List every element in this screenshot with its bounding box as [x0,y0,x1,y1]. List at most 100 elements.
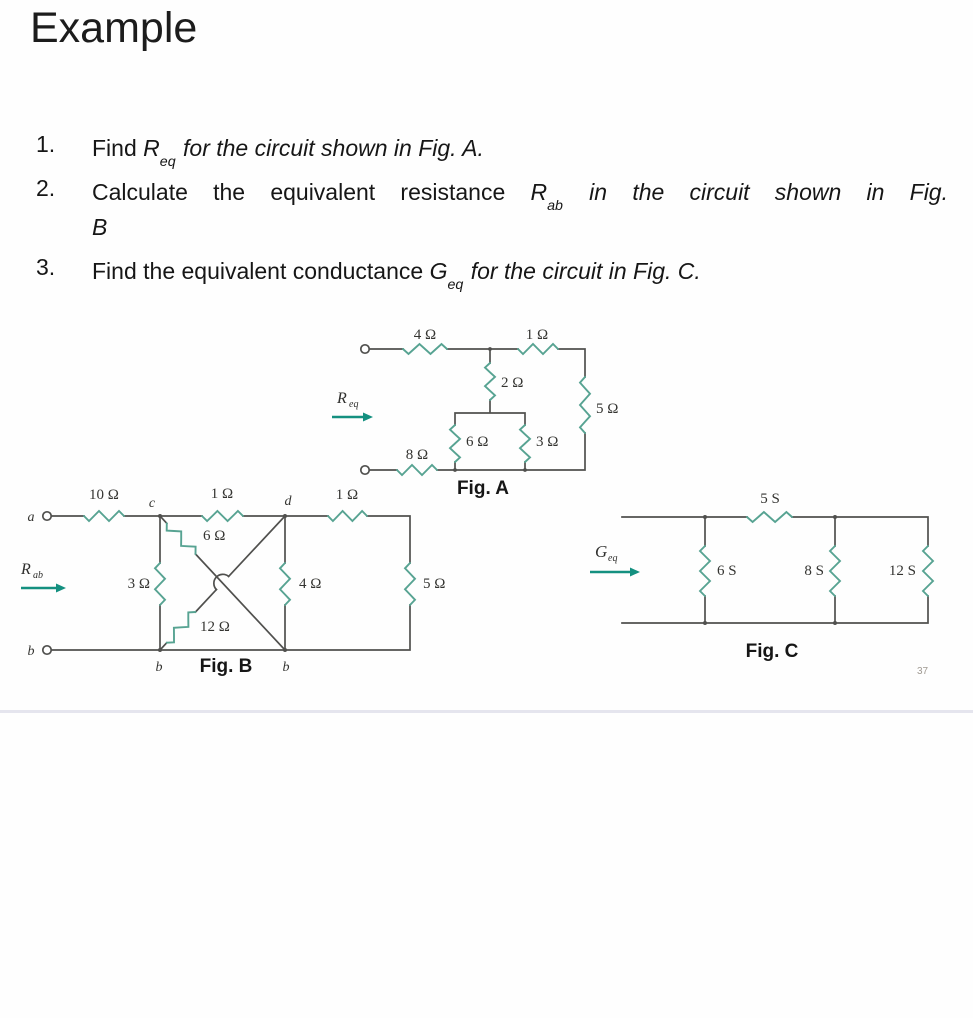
fig-b-resistor-1ohm-cd [201,509,244,523]
fig-a-caption: Fig. A [457,478,509,499]
problem-wrap: B [92,214,108,240]
fig-c-label-12s: 12 S [889,563,916,579]
problem-item-1: 1. Find Req for the circuit shown in Fig… [36,131,948,169]
req-arrow-head-icon [363,412,373,422]
math-subscript: ab [547,197,563,214]
fig-b-resistor-1ohm-d [327,509,368,523]
fig-c-conductance-6s [698,545,712,597]
node-label-b-right: b [283,660,290,675]
fig-c-geq-subscript: eq [608,553,617,564]
math-variable: G [429,258,448,284]
wire-crossover-hop [213,573,230,591]
fig-c-conductance-5s [746,510,793,524]
problem-text: Find the equivalent conductance Geq for … [92,254,948,292]
fig-a-resistor-4ohm [402,342,448,356]
fig-b-resistor-10ohm [83,509,125,523]
rab-arrow-head-icon [56,583,66,593]
junction-dot [833,621,837,625]
fig-a-req-subscript: eq [349,399,358,410]
fig-a-circuit-diagram: 4 Ω 1 Ω 2 Ω 5 Ω 6 Ω 3 Ω 8 Ω R eq Fig. A [332,327,618,499]
junction-dot-d [283,514,287,518]
fig-c-conductance-12s [921,545,935,597]
fig-b-label-3ohm: 3 Ω [128,576,150,592]
fig-a-terminal-bottom [359,464,371,476]
problem-line-2: B [92,210,948,245]
problem-item-2: 2. Calculate the equivalent resistance R… [36,175,948,245]
fig-b-rab-subscript: ab [33,570,43,581]
problem-rest: in the circuit shown in Fig. [563,179,948,205]
junction-dot-b-right [283,648,287,652]
fig-b-resistor-5ohm [403,562,417,606]
fig-a-resistor-3ohm [518,424,532,463]
problem-text: Calculate the equivalent resistance Rab … [92,175,948,245]
problem-item-3: 3. Find the equivalent conductance Geq f… [36,254,948,292]
math-subscript: eq [159,153,176,170]
fig-a-resistor-1ohm [517,342,559,356]
problem-lead: Find [92,135,144,161]
fig-b-label-4ohm: 4 Ω [299,576,321,592]
fig-c-label-8s: 8 S [804,563,824,579]
math-variable: R [143,135,160,161]
junction-dot [703,621,707,625]
fig-c-circuit-diagram: 5 S 6 S 8 S 12 S G eq Fig. C [590,491,935,662]
page-number: 37 [917,666,929,677]
fig-b-terminal-a [41,510,53,522]
fig-b-label-12ohm: 12 Ω [200,619,230,635]
fig-a-label-6ohm: 6 Ω [466,434,488,450]
problem-number: 3. [36,254,56,280]
problem-rest: for the circuit shown in Fig. A. [176,135,484,161]
problem-rest: for the circuit in Fig. C. [464,258,701,284]
junction-dot [453,468,457,472]
fig-a-resistor-8ohm [396,463,438,477]
fig-b-resistor-6ohm-diagonal [165,522,197,555]
fig-b-label-10ohm: 10 Ω [89,487,119,503]
math-subscript: eq [447,276,464,293]
fig-c-conductance-8s [828,545,842,597]
fig-b-label-6ohm: 6 Ω [203,528,225,544]
node-label-a: a [28,510,35,525]
fig-b-caption: Fig. B [200,656,253,677]
fig-b-resistor-4ohm [278,562,292,606]
fig-a-label-8ohm: 8 Ω [406,447,428,463]
problem-text: Find Req for the circuit shown in Fig. A… [92,131,948,169]
fig-b-resistor-3ohm [153,562,167,606]
problem-lead: Calculate the equivalent resistance [92,179,531,205]
junction-dot-c [158,514,162,518]
node-label-d: d [285,494,293,509]
separator-line [0,710,973,713]
junction-dot [833,515,837,519]
problem-line-1: Calculate the equivalent resistance Rab … [92,175,948,213]
fig-b-label-1ohm-d: 1 Ω [336,487,358,503]
fig-a-resistor-2ohm [483,362,497,401]
fig-a-resistor-5ohm [578,376,592,434]
junction-dot [488,347,492,351]
fig-a-req-label: R [336,390,347,407]
fig-c-caption: Fig. C [746,641,799,662]
fig-b-circuit-diagram: 10 Ω 1 Ω 1 Ω 3 Ω 6 Ω 4 Ω 5 Ω 12 Ω a b c … [20,486,445,677]
problem-number: 1. [36,131,56,157]
math-variable: R [530,179,548,205]
node-label-b: b [28,644,35,659]
fig-b-wires [50,515,411,651]
node-label-c: c [149,496,156,511]
fig-a-label-4ohm: 4 Ω [414,327,436,343]
fig-a-label-3ohm: 3 Ω [536,434,558,450]
junction-dot-b-left [158,648,162,652]
problem-lead: Find the equivalent conductance [92,258,430,284]
fig-b-label-5ohm: 5 Ω [423,576,445,592]
junction-dot [703,515,707,519]
node-label-b-left: b [156,660,163,675]
problem-list: 1. Find Req for the circuit shown in Fig… [36,131,948,298]
fig-b-terminal-b [41,644,53,656]
junction-dot [523,468,527,472]
problem-number: 2. [36,175,56,201]
fig-c-label-6s: 6 S [717,563,737,579]
fig-c-geq-label: G [595,542,607,561]
fig-c-wires [621,516,929,624]
page-title: Example [30,4,198,52]
fig-b-label-1ohm-cd: 1 Ω [211,486,233,502]
fig-b-diagonal-wires [158,514,287,652]
fig-a-wires [368,348,586,471]
fig-a-label-1ohm: 1 Ω [526,327,548,343]
